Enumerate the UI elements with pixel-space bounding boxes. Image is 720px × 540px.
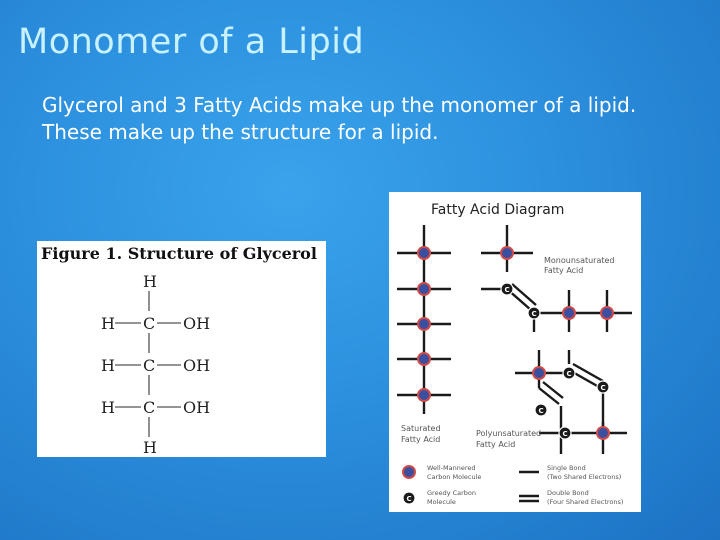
atom-carbon-3: C [143, 398, 155, 417]
label-monounsaturated-2: Fatty Acid [544, 266, 583, 275]
atom-left-h-3: H [101, 398, 115, 417]
atom-carbon-2: C [143, 356, 155, 375]
legend-double-bond-label-2: (Four Shared Electrons) [547, 498, 623, 506]
atom-bottom-h: H [143, 438, 157, 457]
polyunsaturated-chain [515, 350, 627, 454]
carbon-atom [562, 306, 576, 320]
atom-top-h: H [143, 272, 157, 291]
legend-double-bond-label-1: Double Bond [547, 489, 589, 497]
greedy-carbon-atom [558, 426, 572, 440]
fatty-acid-diagram: C Fatty Acid Diagram [389, 192, 641, 512]
atom-carbon-1: C [143, 314, 155, 333]
carbon-atom [417, 246, 431, 260]
atom-oh-2: OH [183, 356, 210, 375]
carbon-atom [417, 352, 431, 366]
glycerol-structure: Figure 1. Structure of Glycerol H H C OH… [41, 244, 317, 457]
legend-greedy-label-2: Molecule [427, 498, 456, 506]
slide-title: Monomer of a Lipid [18, 22, 365, 62]
glycerol-caption: Figure 1. Structure of Glycerol [41, 244, 317, 263]
fatty-acid-svg: C Fatty Acid Diagram [397, 202, 632, 506]
legend-carbon-label-1: Well-Mannered [427, 464, 476, 472]
carbon-atom [417, 282, 431, 296]
carbon-atom [600, 306, 614, 320]
legend-greedy-label-1: Greedy Carbon [427, 489, 476, 497]
label-polyunsaturated-2: Fatty Acid [476, 440, 515, 449]
greedy-carbon-atom [596, 380, 610, 394]
carbon-atom [596, 426, 610, 440]
atom-left-h-2: H [101, 356, 115, 375]
legend: Well-Mannered Carbon Molecule Greedy Car… [402, 464, 623, 506]
glycerol-bonds [115, 291, 181, 437]
atom-oh-3: OH [183, 398, 210, 417]
greedy-carbon-atom [534, 403, 548, 417]
atom-left-h-1: H [101, 314, 115, 333]
label-polyunsaturated-1: Polyunsaturated [476, 429, 541, 438]
legend-greedy-carbon-icon [402, 491, 416, 505]
label-monounsaturated-1: Monounsaturated [544, 256, 615, 265]
carbon-atom [500, 246, 514, 260]
legend-carbon-label-2: Carbon Molecule [427, 473, 481, 481]
label-saturated-2: Fatty Acid [401, 435, 440, 444]
carbon-atom [417, 388, 431, 402]
legend-single-bond-label-2: (Two Shared Electrons) [547, 473, 621, 481]
slide-body-text: Glycerol and 3 Fatty Acids make up the m… [42, 93, 637, 144]
greedy-carbon-atom [527, 306, 541, 320]
legend-single-bond-label-1: Single Bond [547, 464, 586, 472]
carbon-atom [532, 366, 546, 380]
diagram-title: Fatty Acid Diagram [431, 202, 564, 218]
carbon-atom [417, 317, 431, 331]
greedy-carbon-atom [500, 282, 514, 296]
label-saturated-1: Saturated [401, 424, 441, 433]
greedy-carbon-atom [562, 366, 576, 380]
atom-oh-1: OH [183, 314, 210, 333]
glycerol-figure: Figure 1. Structure of Glycerol H H C OH… [37, 241, 326, 457]
legend-carbon-icon [402, 465, 416, 479]
